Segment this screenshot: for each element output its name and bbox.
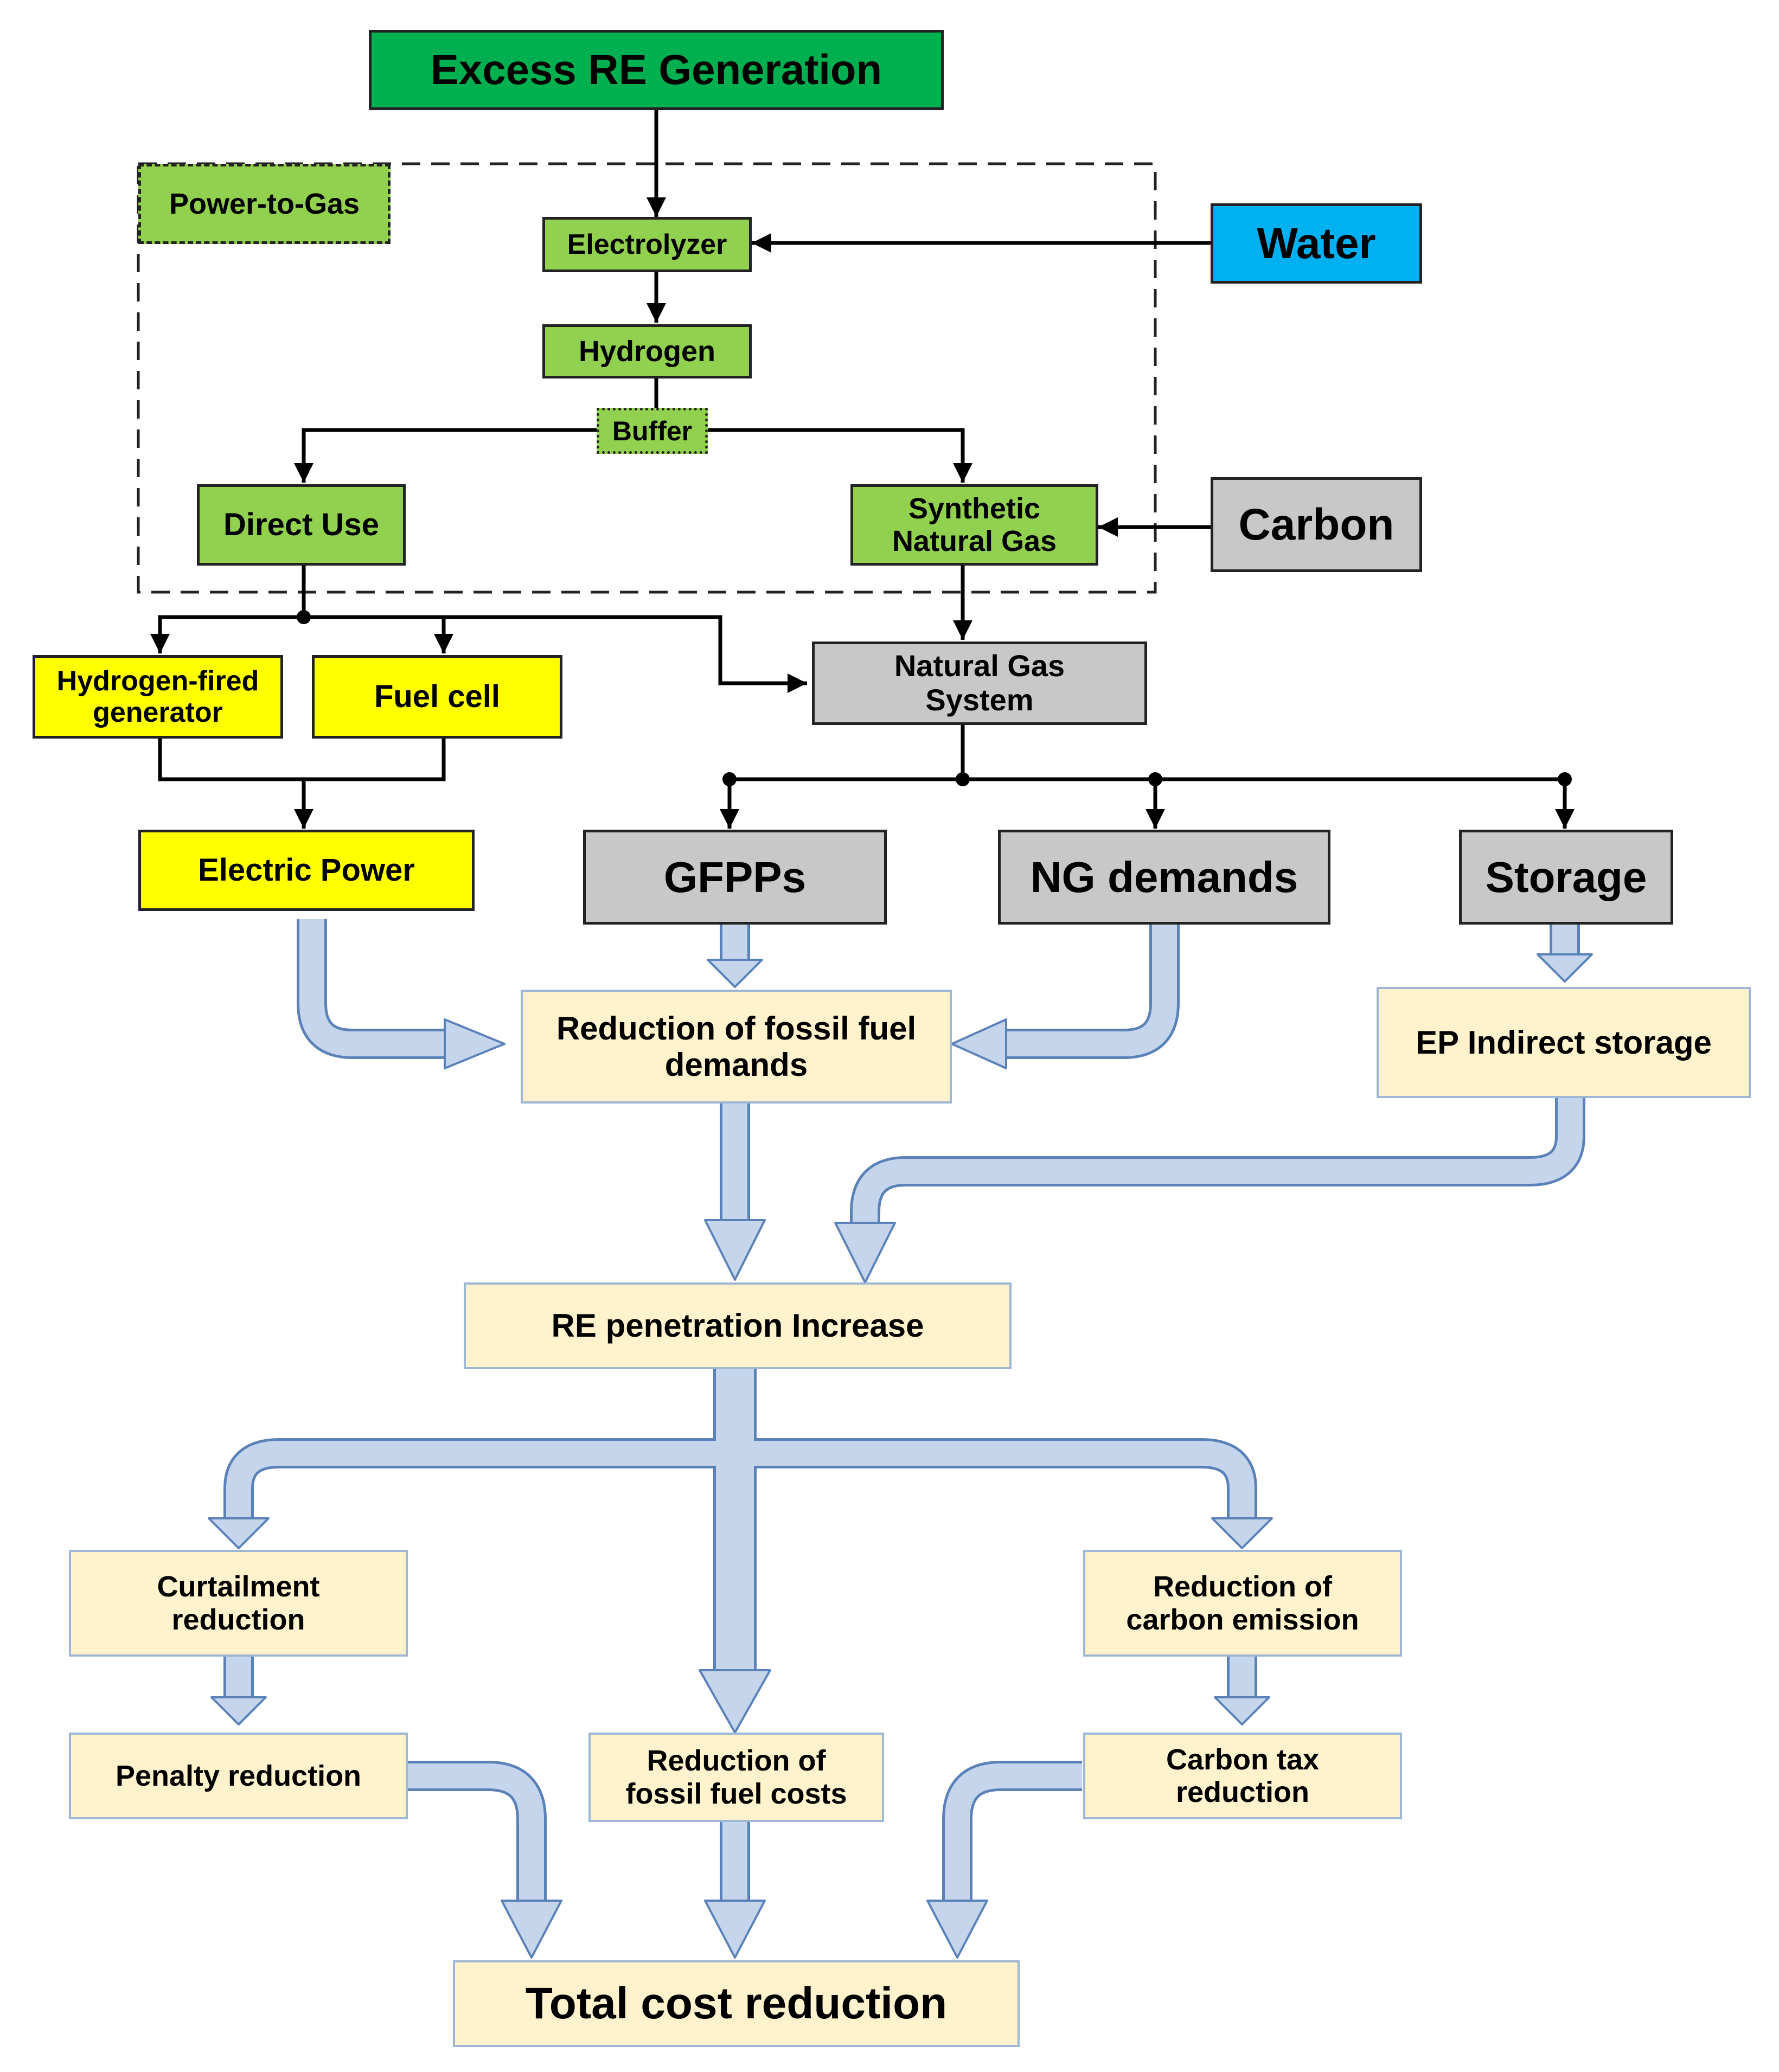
node-electric-power: Electric Power [138,830,475,911]
node-total-cost-reduction: Total cost reduction [453,1960,1020,2047]
power-to-gas-boundary [137,162,1157,594]
node-power-to-gas-label: Power-to-Gas [138,164,391,244]
node-reduction-carbon-emission: Reduction of carbon emission [1083,1550,1402,1657]
flow-re-penetration-branches [208,1369,1273,1734]
node-carbon: Carbon [1211,477,1422,572]
node-natural-gas-system: Natural Gas System [812,642,1147,725]
node-fuel-cell: Fuel cell [312,655,562,739]
flow-carbon-tax-to-total [926,1761,1082,1959]
connector-direct-use-to-natural-gas [444,615,807,693]
node-reduction-fossil-fuel-costs: Reduction of fossil fuel costs [588,1733,884,1822]
node-penalty-reduction: Penalty reduction [69,1733,408,1819]
node-electrolyzer: Electrolyzer [542,217,752,272]
connector-generator-fuelcell-merge [158,739,446,781]
node-reduction-fossil-fuel-demands: Reduction of fossil fuel demands [521,990,952,1104]
node-synthetic-natural-gas: Synthetic Natural Gas [850,484,1098,566]
connector-direct-use-to-generator [150,615,304,653]
node-hydrogen: Hydrogen [542,324,752,379]
node-re-penetration-increase: RE penetration Increase [464,1282,1012,1369]
node-buffer: Buffer [597,408,708,454]
junction-direct-use [297,610,311,624]
junction-ng-right [1558,772,1572,786]
node-ng-demands: NG demands [998,830,1330,925]
flow-electric-power-to-fossil-demand [297,919,505,1069]
node-direct-use: Direct Use [197,484,406,566]
node-carbon-tax-reduction: Carbon tax reduction [1083,1733,1402,1819]
connector-buffer-to-direct-use [294,428,597,483]
flow-carbon-emission-to-carbon-tax [1214,1657,1270,1725]
connector-buffer-to-synthetic-gas [708,428,972,483]
junction-ng-left [722,772,737,786]
node-hydrogen-fired-generator: Hydrogen-fired generator [33,655,283,739]
flow-gfpps-to-fossil-demand [707,925,763,988]
junction-ng-mid [1148,772,1162,786]
flow-storage-to-ep-indirect [1537,925,1593,983]
flow-fossil-demand-to-re-penetration [704,1104,766,1281]
connector-direct-use-to-fuel-cell [304,615,453,653]
flow-curtailment-to-penalty [210,1657,267,1725]
flow-fossil-costs-to-total [704,1822,766,1959]
node-curtailment-reduction: Curtailment reduction [69,1550,408,1657]
junction-ng-center [956,772,970,786]
node-gfpps: GFPPs [583,830,887,925]
node-excess-re-generation: Excess RE Generation [369,30,944,110]
node-ep-indirect-storage: EP Indirect storage [1377,987,1751,1098]
flow-ep-indirect-to-re-penetration [834,1098,1585,1284]
flow-penalty-to-total [406,1761,562,1959]
node-water: Water [1211,203,1422,284]
flow-ng-demands-to-fossil-demand [951,925,1180,1069]
node-storage: Storage [1459,830,1673,925]
